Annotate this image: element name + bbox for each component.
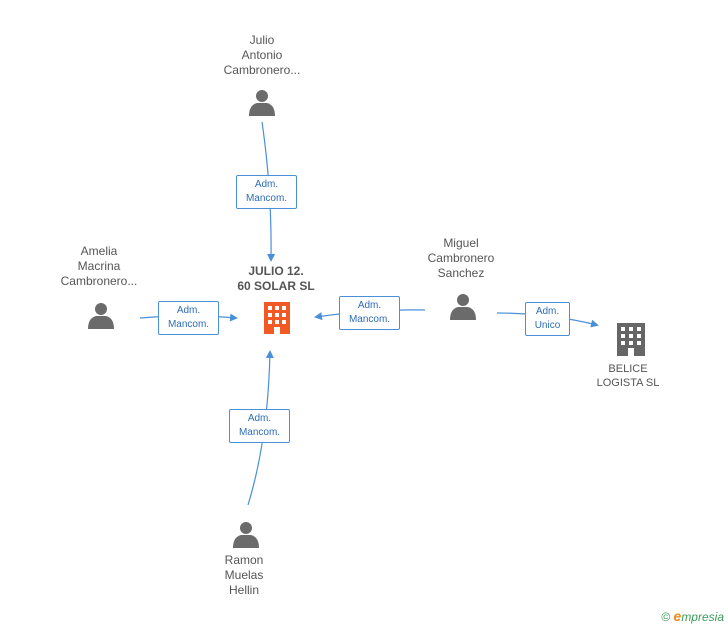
brand-logo: empresia xyxy=(673,608,724,624)
building-icon[interactable] xyxy=(264,302,290,334)
central-company-name[interactable]: JULIO 12. 60 SOLAR SL xyxy=(237,264,315,293)
person-name-amelia[interactable]: Amelia Macrina Cambronero... xyxy=(60,244,138,288)
person-icon[interactable] xyxy=(233,522,259,548)
person-icon[interactable] xyxy=(249,90,275,116)
relation-label-miguel: Adm. Mancom. xyxy=(339,296,400,330)
relation-label-ramon: Adm. Mancom. xyxy=(229,409,290,443)
company-name-belice[interactable]: BELICE LOGISTA SL xyxy=(596,363,660,389)
copyright-icon: © xyxy=(661,610,671,624)
relation-label-amelia: Adm. Mancom. xyxy=(158,301,219,335)
person-icon[interactable] xyxy=(450,294,476,320)
building-icon[interactable] xyxy=(617,323,645,356)
relation-label-belice: Adm. Unico xyxy=(525,302,570,336)
person-name-ramon[interactable]: Ramon Muelas Hellin xyxy=(224,553,264,597)
person-name-julio[interactable]: Julio Antonio Cambronero... xyxy=(223,33,301,77)
person-icon[interactable] xyxy=(88,303,114,329)
relation-label-julio: Adm. Mancom. xyxy=(236,175,297,209)
person-name-miguel[interactable]: Miguel Cambronero Sanchez xyxy=(427,236,495,280)
footer-brand: © empresia xyxy=(661,608,724,624)
